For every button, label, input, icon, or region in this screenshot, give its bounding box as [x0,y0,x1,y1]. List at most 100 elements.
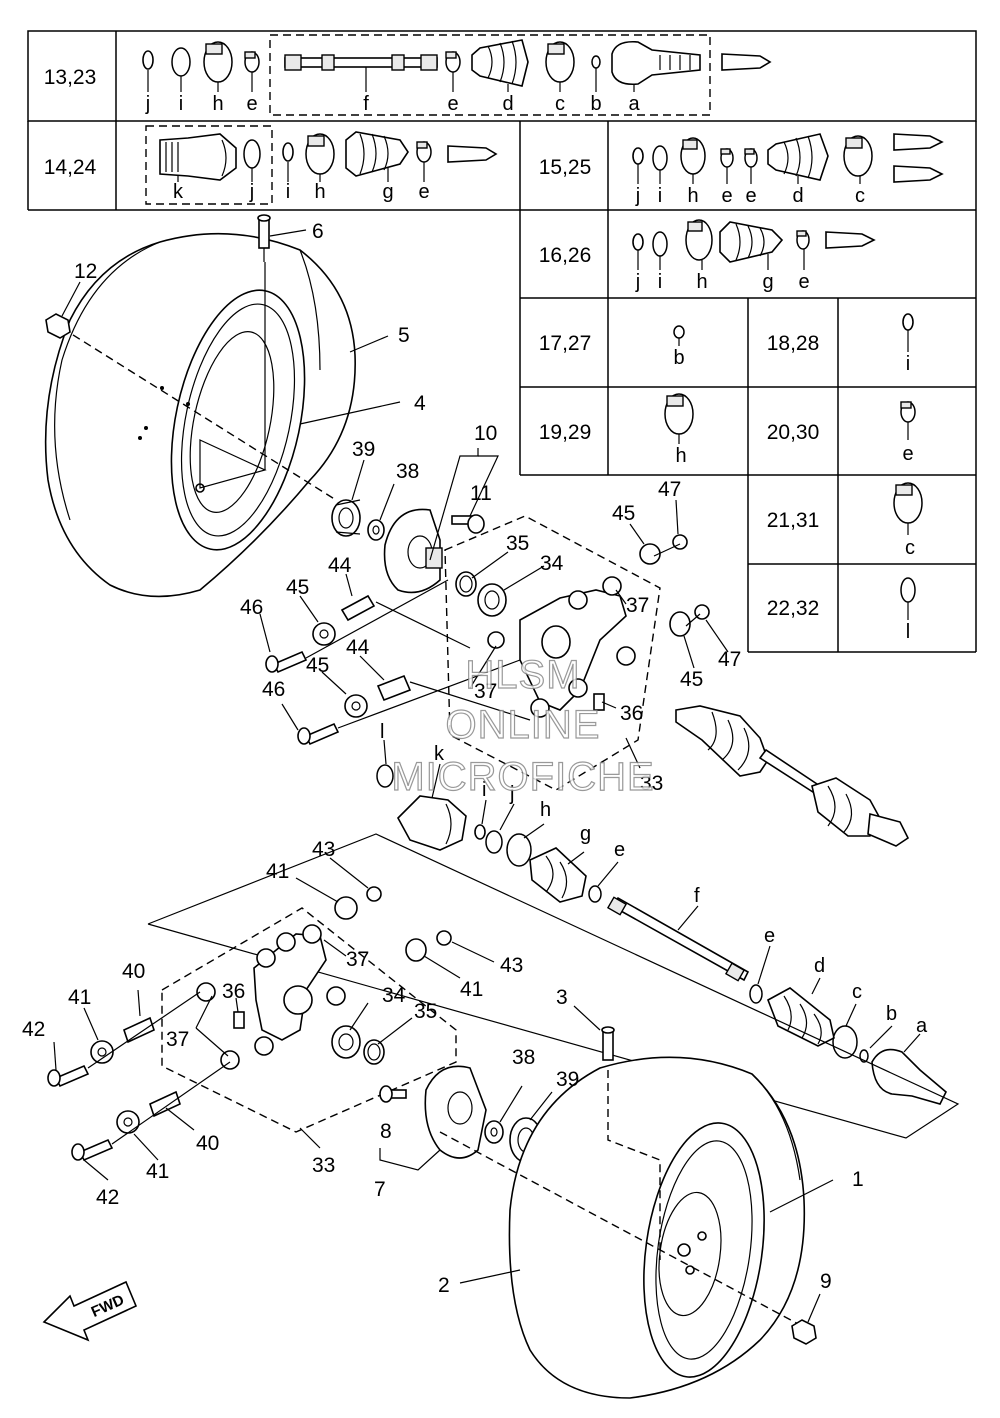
svg-text:l: l [906,621,910,643]
snap-ring-j [485,830,503,854]
svg-text:41: 41 [266,860,289,883]
row-18-28-parts: i [902,313,914,375]
svg-text:d: d [502,93,513,115]
collar-44-b [376,674,412,702]
svg-text:41: 41 [146,1160,169,1183]
svg-text:e: e [764,925,775,947]
svg-text:h: h [540,799,551,821]
svg-text:45: 45 [286,576,309,599]
svg-text:c: c [852,981,862,1003]
svg-text:g: g [580,823,591,845]
band-h [506,833,532,867]
row-id-22-32: 22,32 [767,597,820,620]
callout-leaders [53,229,921,1323]
collar-40-b [149,1090,181,1118]
svg-text:46: 46 [262,678,285,701]
bushing-45-d [669,611,691,637]
svg-text:47: 47 [718,648,741,671]
svg-text:44: 44 [328,554,352,577]
svg-text:37: 37 [626,594,649,617]
valve-stem-upper [257,214,271,262]
row-15-25-letters: j i h e e d c [635,185,865,207]
svg-text:38: 38 [396,460,419,483]
svg-text:39: 39 [556,1068,579,1091]
svg-text:e: e [798,271,809,293]
fwd-arrow-icon: FWD [42,1280,138,1342]
svg-text:c: c [555,93,565,115]
row-id-19-29: 19,29 [539,421,592,444]
svg-text:43: 43 [500,954,523,977]
svg-text:12: 12 [74,260,97,283]
svg-text:h: h [675,445,686,467]
svg-text:HLSM: HLSM [465,653,580,697]
row-19-29-parts: h [664,393,694,467]
row-13-23-letters: j i h e f e d c b a [145,93,641,115]
bolt-42-b [71,1138,114,1162]
svg-text:e: e [447,93,458,115]
svg-text:45: 45 [680,668,703,691]
row-14-24-parts: k j i h g e [145,125,498,205]
kit-table: 13,23 14,24 15,25 16,26 17,27 18,28 19,2… [27,30,977,653]
svg-text:j: j [635,271,640,293]
row-13-23-parts: j i h e f e d c b a [142,34,772,116]
cv-inner-joint-k [397,795,467,851]
nut-43-b [436,930,452,946]
svg-text:34: 34 [382,984,406,1007]
circlip-i [474,824,486,840]
svg-text:1: 1 [852,1168,864,1191]
bolt-46-b [297,722,340,746]
svg-text:e: e [246,93,257,115]
svg-text:f: f [363,93,369,115]
svg-text:38: 38 [512,1046,535,1069]
svg-text:d: d [814,955,825,977]
callout-labels: 1 2 3 4 5 6 7 8 9 10 11 12 33 33 34 34 3… [22,220,928,1297]
svg-text:ONLINE: ONLINE [446,703,601,747]
row-id-18-28: 18,28 [767,332,820,355]
hub-7-lower [424,1065,487,1159]
svg-text:46: 46 [240,596,263,619]
svg-text:45: 45 [306,654,329,677]
svg-text:MICROFICHE: MICROFICHE [391,755,654,799]
svg-text:g: g [762,271,773,293]
svg-text:41: 41 [68,986,91,1009]
svg-text:45: 45 [612,502,635,525]
bolt-11 [451,514,485,534]
svg-text:d: d [792,185,803,207]
row-17-27-parts: b [673,325,685,369]
collar-44-a [340,594,376,622]
svg-text:2: 2 [438,1274,450,1297]
valve-stem-lower [601,1026,615,1061]
svg-text:k: k [173,181,184,203]
row-id-13-23: 13,23 [44,66,97,89]
upper-wheel [44,232,356,598]
svg-text:h: h [212,93,223,115]
svg-text:44: 44 [346,636,370,659]
bushing-45-b [344,694,368,718]
svg-text:4: 4 [414,392,426,415]
svg-text:33: 33 [640,772,663,795]
svg-text:39: 39 [352,438,375,461]
svg-text:34: 34 [540,552,564,575]
bushing-45-c [639,543,661,565]
svg-text:e: e [418,181,429,203]
row-16-26-parts: j i h g e [632,219,876,293]
boot-d [767,987,835,1047]
svg-text:35: 35 [414,1000,437,1023]
bushing-41-c [334,896,358,920]
row-16-26-letters: j i h g e [635,271,810,293]
clamp-e-2 [749,984,763,1004]
drive-shaft-upper [675,705,910,847]
svg-text:33: 33 [312,1154,335,1177]
hub-10-upper [383,508,443,594]
wheel-nut-lower [791,1319,817,1345]
svg-text:e: e [614,839,625,861]
collar-40-a [123,1016,155,1044]
boot-g [529,847,587,903]
row-id-21-31: 21,31 [767,509,820,532]
svg-text:10: 10 [474,422,497,445]
row-22-32-parts: l [900,577,916,643]
bushing-41-b [116,1110,140,1134]
svg-text:j: j [509,783,514,805]
svg-text:36: 36 [222,980,245,1003]
svg-text:j: j [145,93,150,115]
